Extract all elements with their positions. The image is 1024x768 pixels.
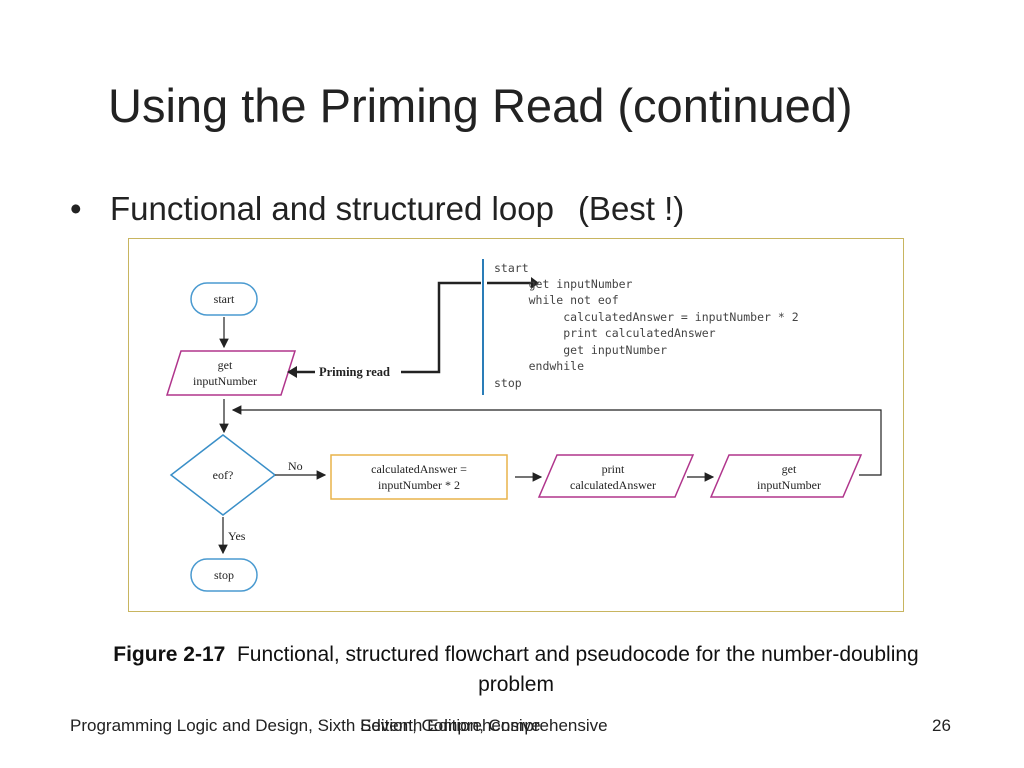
yes-label: Yes — [228, 529, 246, 543]
bullet-emphasis: (Best !) — [577, 190, 685, 227]
priming-read-label: Priming read — [319, 365, 390, 379]
start-label: start — [214, 292, 235, 306]
pseudocode-block: start get inputNumber while not eof calc… — [494, 261, 799, 390]
calculate-process — [330, 454, 508, 500]
priming-read-connector — [401, 281, 481, 374]
get-input-label-2: inputNumber — [193, 374, 257, 388]
bullet-item: • Functional and structured loop (Best !) — [70, 190, 684, 228]
start-terminal — [190, 282, 258, 316]
flowchart-diagram: start get inputNumber Priming read start… — [165, 259, 882, 592]
page-number: 26 — [932, 716, 951, 735]
get-input-2-label-1: get — [782, 462, 797, 476]
priming-arrowhead — [531, 277, 539, 289]
bullet-marker: • — [70, 190, 82, 227]
caption-label: Figure 2-17 — [113, 643, 226, 666]
slide-title: Using the Priming Read (continued) — [108, 79, 853, 132]
print-label-1: print — [602, 462, 625, 476]
caption-text: Functional, structured flowchart and pse… — [236, 643, 919, 696]
pseudocode-line: get inputNumber — [494, 277, 633, 291]
pseudocode-line: get inputNumber — [494, 343, 667, 357]
figure-caption: Figure 2-17 Functional, structured flowc… — [100, 640, 932, 700]
priming-get-arrowhead — [287, 366, 297, 378]
figure-frame: start get inputNumber Priming read start… — [128, 238, 904, 612]
no-label: No — [288, 459, 303, 473]
eof-decision — [169, 434, 277, 516]
decision-label: eof? — [213, 468, 234, 482]
get-input-node-2 — [709, 454, 863, 498]
print-label-2: calculatedAnswer — [570, 478, 656, 492]
calculate-label-1: calculatedAnswer = — [371, 462, 467, 476]
print-node — [537, 454, 695, 498]
pseudocode-line: print calculatedAnswer — [494, 326, 716, 340]
pseudocode-line: while not eof — [494, 293, 619, 307]
get-input-2-label-2: inputNumber — [757, 478, 821, 492]
bullet-text: Functional and structured loop — [110, 190, 554, 227]
stop-label: stop — [214, 568, 234, 582]
loop-back-line — [231, 405, 882, 476]
footer-book-title: Programming Logic and Design, Sixth Edit… — [70, 716, 541, 735]
calculate-label-2: inputNumber * 2 — [378, 478, 460, 492]
stop-terminal — [190, 558, 258, 592]
pseudocode-line: start — [494, 261, 529, 275]
pseudocode-line: endwhile — [494, 359, 584, 373]
pseudocode-line: calculatedAnswer = inputNumber * 2 — [494, 310, 799, 324]
get-input-label-1: get — [218, 358, 233, 372]
get-input-node — [165, 350, 297, 396]
pseudocode-line: stop — [494, 376, 522, 390]
footer-book-overlay: Seventh Edition, Comprehensive — [360, 716, 608, 735]
